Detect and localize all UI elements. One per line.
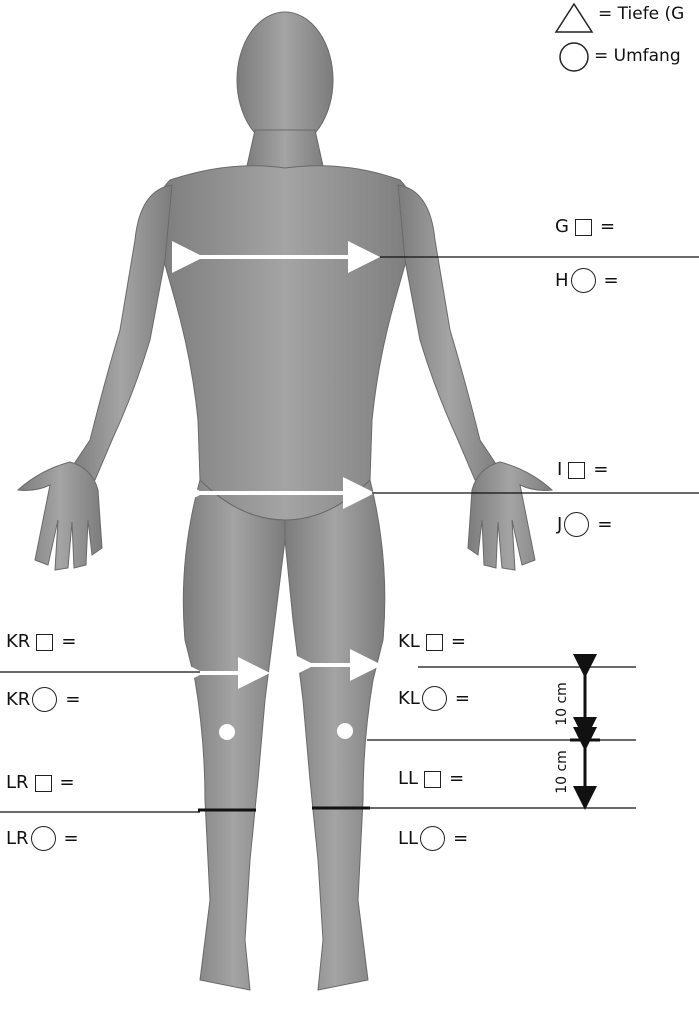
label-kl-depth-eq: =	[451, 633, 466, 651]
circumference-circle-icon[interactable]	[32, 687, 57, 712]
depth-square-icon[interactable]	[575, 219, 592, 236]
label-j: J =	[557, 512, 612, 537]
label-kr-depth-eq: =	[61, 633, 76, 651]
label-kr-depth-letter: KR	[6, 633, 30, 651]
legend-circumference: = Umfang	[594, 46, 681, 66]
left-leg	[285, 480, 385, 990]
circumference-circle-icon[interactable]	[564, 512, 589, 537]
label-kl-depth: KL =	[398, 633, 466, 651]
label-lr-depth: LR =	[6, 774, 75, 792]
circumference-circle-icon[interactable]	[571, 268, 596, 293]
depth-square-icon[interactable]	[426, 634, 443, 651]
label-lr-circ-eq: =	[64, 830, 79, 848]
label-kl-circ-eq: =	[455, 690, 470, 708]
label-kl-circ: KL =	[398, 686, 470, 711]
label-i: I =	[557, 461, 608, 479]
label-h-eq: =	[604, 272, 619, 290]
depth-square-icon[interactable]	[35, 775, 52, 792]
depth-square-icon[interactable]	[36, 634, 53, 651]
upper-dimension-text: 10 cm	[554, 682, 570, 726]
left-hand	[468, 462, 552, 570]
legend-depth: = Tiefe (G	[598, 4, 684, 24]
label-kl-depth-letter: KL	[398, 633, 420, 651]
label-kr-circ: KR =	[6, 687, 80, 712]
circle-icon	[560, 43, 588, 71]
depth-square-icon[interactable]	[424, 771, 441, 788]
label-ll-depth-eq: =	[449, 770, 464, 788]
right-arm	[70, 185, 172, 480]
label-ll-depth: LL =	[398, 770, 464, 788]
circumference-circle-icon[interactable]	[31, 826, 56, 851]
label-kr-circ-eq: =	[65, 691, 80, 709]
lower-dimension-text: 10 cm	[554, 750, 570, 794]
left-knee-dot	[337, 723, 353, 739]
label-g-letter: G	[555, 218, 569, 236]
legend-depth-text: = Tiefe (G	[598, 4, 684, 24]
circumference-circle-icon[interactable]	[420, 826, 445, 851]
label-g-eq: =	[600, 218, 615, 236]
label-lr-depth-letter: LR	[6, 774, 29, 792]
label-kl-circ-letter: KL	[398, 690, 420, 708]
circumference-circle-icon[interactable]	[422, 686, 447, 711]
right-knee-dot	[219, 724, 235, 740]
torso	[156, 166, 415, 520]
label-lr-depth-eq: =	[60, 774, 75, 792]
label-lr-circ-letter: LR	[6, 830, 29, 848]
label-j-eq: =	[597, 516, 612, 534]
label-ll-circ-eq: =	[453, 830, 468, 848]
right-hand	[18, 462, 102, 570]
human-body	[18, 12, 552, 990]
label-lr-circ: LR =	[6, 826, 79, 851]
left-arm	[398, 185, 500, 480]
label-i-eq: =	[593, 461, 608, 479]
label-i-letter: I	[557, 461, 562, 479]
label-ll-circ: LL =	[398, 826, 468, 851]
legend-circumference-text: = Umfang	[594, 46, 681, 66]
label-ll-circ-letter: LL	[398, 830, 418, 848]
label-ll-depth-letter: LL	[398, 770, 418, 788]
label-j-letter: J	[557, 516, 562, 534]
label-g: G =	[555, 218, 615, 236]
depth-square-icon[interactable]	[568, 462, 585, 479]
label-h-letter: H	[555, 272, 569, 290]
head	[237, 12, 333, 148]
label-h: H =	[555, 268, 619, 293]
label-kr-circ-letter: KR	[6, 691, 30, 709]
label-kr-depth: KR =	[6, 633, 76, 651]
triangle-icon	[556, 4, 592, 32]
